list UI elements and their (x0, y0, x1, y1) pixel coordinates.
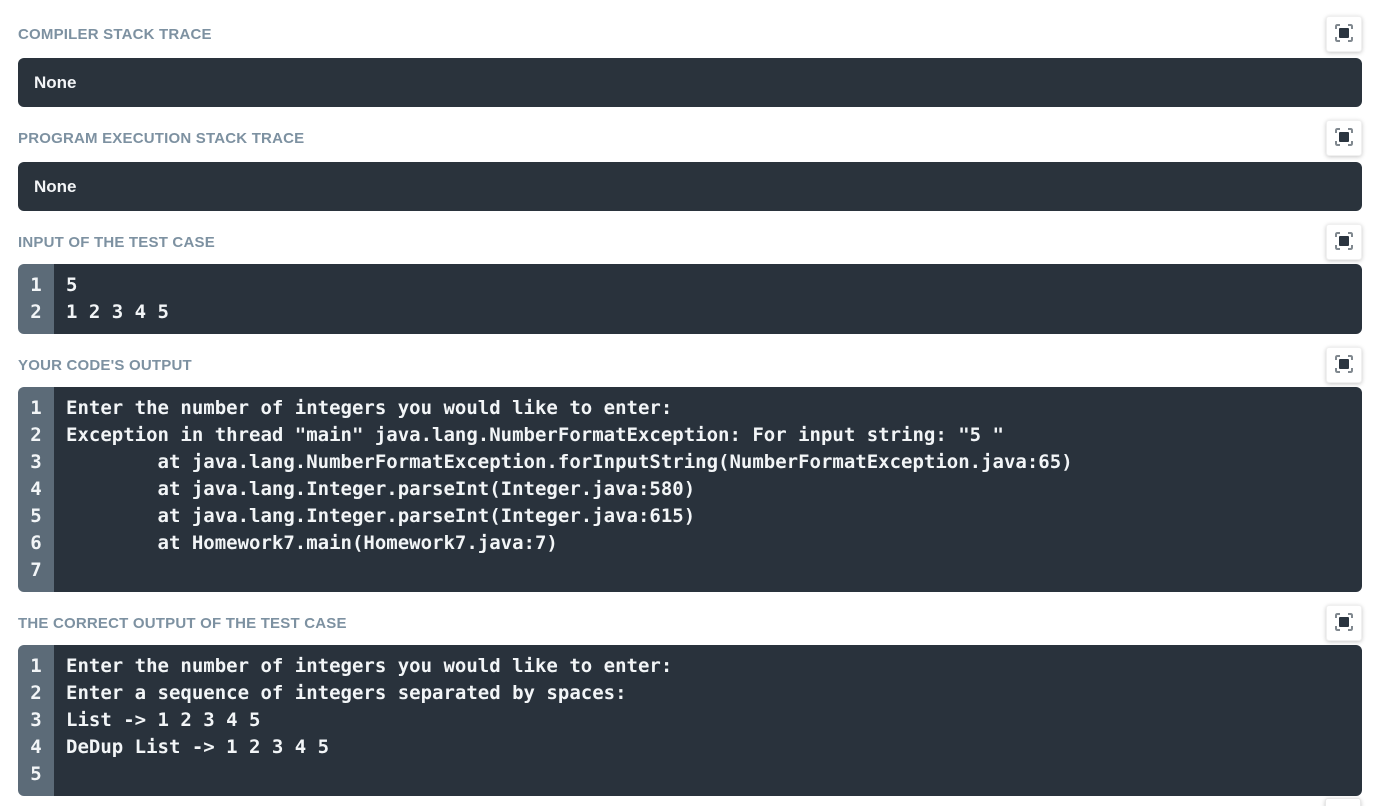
fullscreen-button-partial[interactable] (1325, 798, 1361, 806)
section-test-case-input: INPUT OF THE TEST CASE (18, 224, 1362, 334)
line-content: Enter the number of integers you would l… (66, 655, 673, 677)
line-number: 1 (30, 655, 42, 677)
code-line: 1 Enter the number of integers you would … (18, 653, 1362, 680)
section-header: COMPILER STACK TRACE (18, 16, 1362, 52)
code-line: 5 (18, 761, 1362, 788)
line-number: 2 (30, 424, 42, 446)
code-line: 2 Exception in thread "main" java.lang.Nu… (18, 422, 1362, 449)
line-content: Enter the number of integers you would l… (66, 397, 673, 419)
line-content: 1 2 3 4 5 (66, 301, 169, 323)
line-number: 4 (30, 736, 42, 758)
program-execution-stack-trace-content: None (18, 162, 1362, 211)
line-number: 5 (30, 763, 42, 785)
code-line: 5 at java.lang.Integer.parseInt(Integer.… (18, 503, 1362, 530)
line-content: Enter a sequence of integers separated b… (66, 682, 627, 704)
code-line: 2 Enter a sequence of integers separated … (18, 680, 1362, 707)
your-code-output-code-block: 1 Enter the number of integers you would … (18, 387, 1362, 592)
section-compiler-stack-trace: COMPILER STACK TRACE None (18, 16, 1362, 107)
section-program-execution-stack-trace: PROGRAM EXECUTION STACK TRACE None (18, 120, 1362, 211)
fullscreen-button[interactable] (1326, 224, 1362, 260)
line-number: 4 (30, 478, 42, 500)
line-content (54, 557, 1362, 584)
section-header: THE CORRECT OUTPUT OF THE TEST CASE (18, 605, 1362, 641)
fullscreen-button[interactable] (1326, 347, 1362, 383)
line-content: DeDup List -> 1 2 3 4 5 (66, 736, 330, 758)
code-line: 3 at java.lang.NumberFormatException.for… (18, 449, 1362, 476)
fullscreen-icon (1334, 127, 1354, 150)
line-content: at java.lang.Integer.parseInt(Integer.ja… (66, 478, 696, 500)
line-number: 1 (30, 397, 42, 419)
code-line: 1 Enter the number of integers you would … (18, 395, 1362, 422)
fullscreen-icon (1334, 354, 1354, 377)
fullscreen-icon (1334, 612, 1354, 635)
section-title-test-case-input: INPUT OF THE TEST CASE (18, 233, 215, 251)
code-line: 6 at Homework7.main(Homework7.java:7) (18, 530, 1362, 557)
section-title-correct-output: THE CORRECT OUTPUT OF THE TEST CASE (18, 614, 347, 632)
section-header: PROGRAM EXECUTION STACK TRACE (18, 120, 1362, 156)
fullscreen-button[interactable] (1326, 605, 1362, 641)
code-line: 4 at java.lang.Integer.parseInt(Integer.… (18, 476, 1362, 503)
line-content (54, 761, 1362, 788)
line-number: 2 (30, 301, 42, 323)
fullscreen-button[interactable] (1326, 120, 1362, 156)
line-content: at java.lang.NumberFormatException.forIn… (66, 451, 1073, 473)
code-line: 7 (18, 557, 1362, 584)
section-title-compiler-stack-trace: COMPILER STACK TRACE (18, 25, 212, 43)
line-content: at java.lang.Integer.parseInt(Integer.ja… (66, 505, 696, 527)
fullscreen-button[interactable] (1326, 16, 1362, 52)
line-number: 6 (30, 532, 42, 554)
section-header: INPUT OF THE TEST CASE (18, 224, 1362, 260)
line-content: List -> 1 2 3 4 5 (66, 709, 261, 731)
section-header: YOUR CODE'S OUTPUT (18, 347, 1362, 383)
line-number: 2 (30, 682, 42, 704)
section-title-program-execution-stack-trace: PROGRAM EXECUTION STACK TRACE (18, 129, 305, 147)
line-content: Exception in thread "main" java.lang.Num… (66, 424, 1004, 446)
fullscreen-icon (1334, 231, 1354, 254)
code-line: 2 1 2 3 4 5 (18, 299, 1362, 326)
compiler-stack-trace-content: None (18, 58, 1362, 107)
line-number: 5 (30, 505, 42, 527)
line-number: 7 (30, 559, 42, 581)
correct-output-code-block: 1 Enter the number of integers you would … (18, 645, 1362, 796)
line-number: 3 (30, 451, 42, 473)
code-line: 3 List -> 1 2 3 4 5 (18, 707, 1362, 734)
code-line: 4 DeDup List -> 1 2 3 4 5 (18, 734, 1362, 761)
section-title-your-code-output: YOUR CODE'S OUTPUT (18, 356, 192, 374)
line-number: 1 (30, 274, 42, 296)
fullscreen-icon (1334, 23, 1354, 46)
section-correct-output: THE CORRECT OUTPUT OF THE TEST CASE (18, 605, 1362, 796)
line-number: 3 (30, 709, 42, 731)
line-content: at Homework7.main(Homework7.java:7) (66, 532, 558, 554)
line-content: 5 (66, 274, 78, 296)
